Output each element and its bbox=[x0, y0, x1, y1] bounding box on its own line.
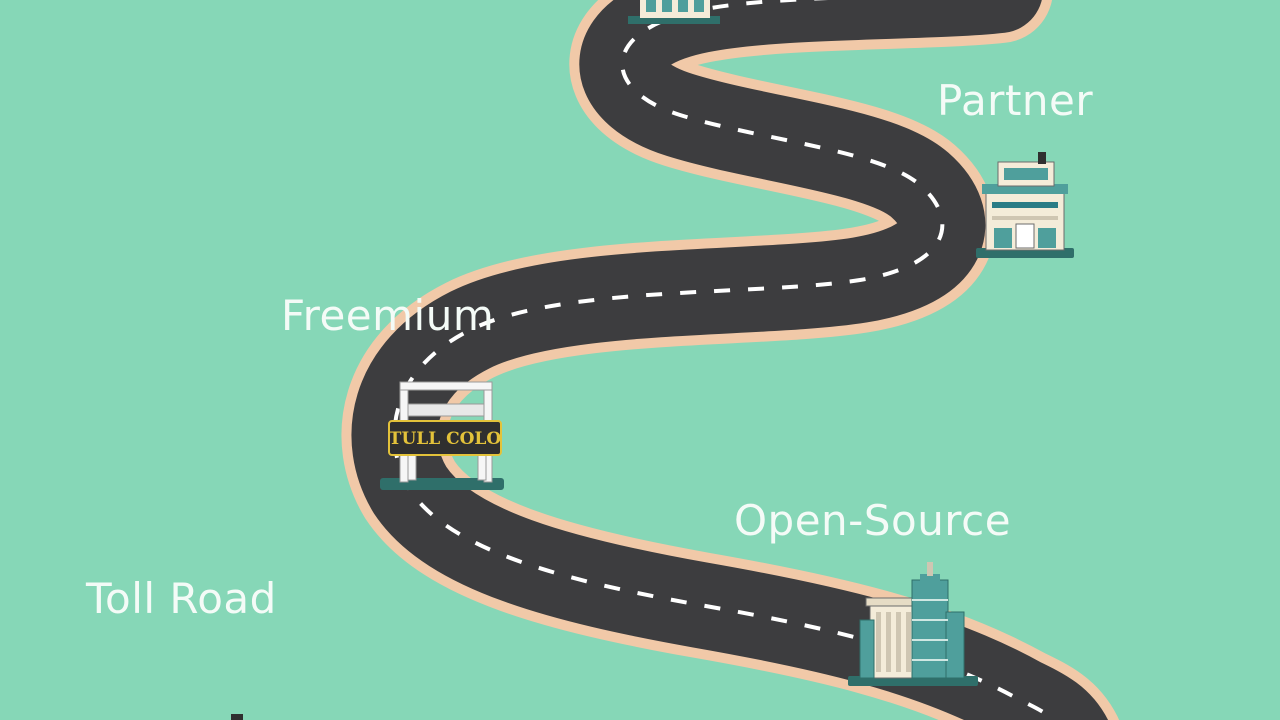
partner-building-icon bbox=[976, 152, 1074, 258]
lane-dashes bbox=[392, 0, 1058, 720]
toll-gate-icon: TULL COLO bbox=[380, 381, 504, 490]
stage-label-open-source: Open-Source bbox=[734, 496, 1012, 545]
stage-label-freemium: Freemium bbox=[281, 291, 495, 340]
small-post-icon bbox=[231, 714, 243, 720]
stage-label-partner: Partner bbox=[937, 76, 1094, 125]
toll-sign-text: TULL COLO bbox=[389, 429, 502, 449]
toll-sign-board bbox=[388, 420, 502, 456]
top-building-icon bbox=[628, 0, 720, 24]
open-source-building-icon bbox=[848, 562, 978, 686]
stage-label-toll-road: Toll Road bbox=[86, 574, 277, 623]
